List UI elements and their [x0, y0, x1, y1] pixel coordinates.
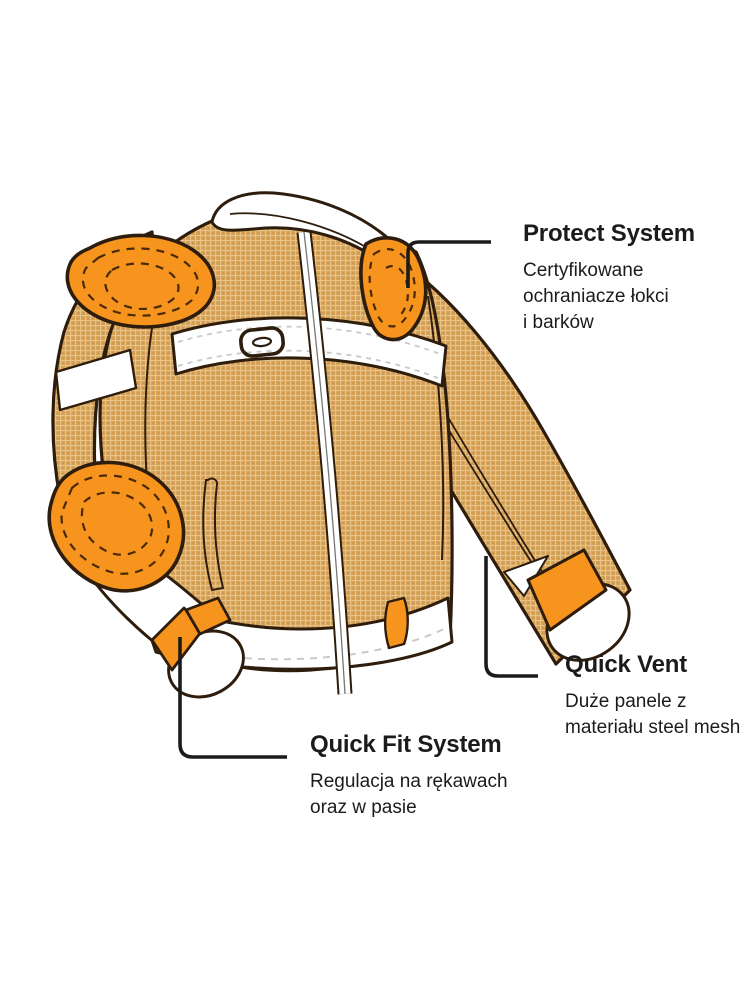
shoulder-protectors	[65, 233, 428, 342]
shoulder-protector-left	[65, 233, 216, 329]
annotation-vent-title: Quick Vent	[565, 651, 688, 678]
left-sleeve	[47, 230, 245, 699]
annotation-quick-vent: Quick Vent Duże panele z materiału steel…	[565, 651, 741, 741]
elbow-protector	[47, 460, 186, 593]
callout-line-vent	[484, 556, 538, 678]
annotation-quick-fit-system: Quick Fit System Regulacja na rękawach o…	[310, 731, 508, 821]
pocket-zip	[202, 477, 225, 592]
annotation-fit-body: Regulacja na rękawach oraz w pasie	[310, 771, 508, 819]
callout-lines	[178, 240, 538, 759]
brand-logo-icon	[239, 326, 285, 358]
annotation-fit-title: Quick Fit System	[310, 731, 502, 758]
front-zipper	[296, 231, 353, 695]
annotation-protect-system: Protect System Certyfikowane ochraniacze…	[523, 220, 695, 335]
annotation-protect-body: Certyfikowane ochraniacze łokci i barków	[523, 260, 669, 333]
right-cuff-strap	[526, 548, 608, 632]
callout-line-fit	[178, 637, 287, 759]
annotation-protect-title: Protect System	[523, 220, 695, 247]
waist-adjuster-tab	[383, 596, 409, 650]
shoulder-protector-right	[359, 236, 428, 342]
annotation-vent-body: Duże panele z materiału steel mesh	[565, 691, 741, 739]
arm-stripe	[54, 348, 138, 412]
callout-line-protect	[406, 240, 491, 288]
left-cuff-strap-2	[184, 596, 232, 636]
